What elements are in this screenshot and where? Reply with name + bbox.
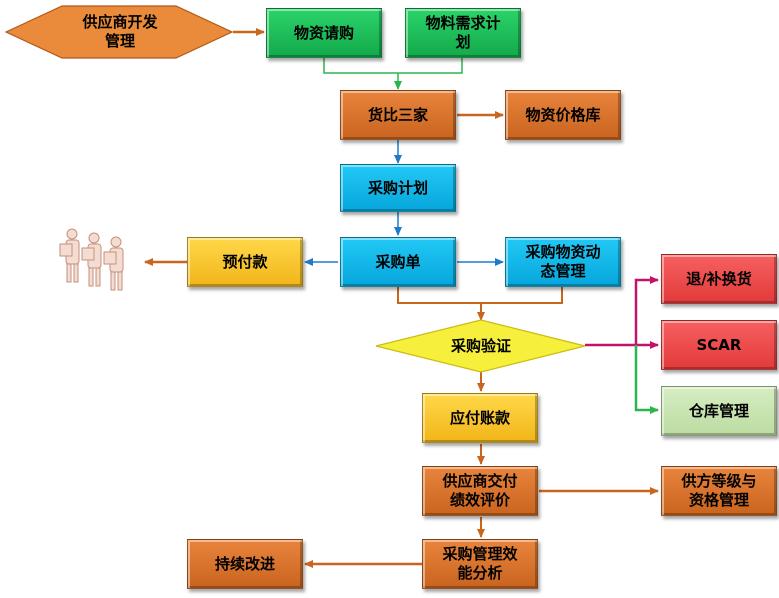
compare-three-label: 货比三家 <box>367 105 428 124</box>
connector-dynamic-merge <box>481 287 563 304</box>
material-dynamic-label: 采购物资动 态管理 <box>525 243 601 280</box>
scar-node[interactable]: SCAR <box>661 320 777 370</box>
purchase-verify-label: 采购验证 <box>450 336 511 355</box>
price-library-label: 物资价格库 <box>525 105 601 124</box>
connector-demand-plan-merge <box>398 58 463 74</box>
scar-label: SCAR <box>696 335 742 354</box>
supplier-eval-label: 供应商交付 绩效评价 <box>442 472 518 509</box>
supplier-dev-shape <box>4 5 234 59</box>
supplier-grade-node[interactable]: 供方等级与 资格管理 <box>661 466 777 516</box>
warehouse-node[interactable]: 仓库管理 <box>661 386 777 436</box>
prepayment-node[interactable]: 预付款 <box>187 237 303 287</box>
arrow-verify-to-warehouse <box>634 345 659 414</box>
material-demand-plan-node[interactable]: 物料需求计 划 <box>405 8 521 58</box>
continuous-improve-node[interactable]: 持续改进 <box>187 539 303 589</box>
purchase-analysis-node[interactable]: 采购管理效 能分析 <box>422 539 538 589</box>
supplier-dev-label: 供应商开发 管理 <box>82 13 158 50</box>
material-purchase-request-node[interactable]: 物资请购 <box>266 8 382 58</box>
price-library-node[interactable]: 物资价格库 <box>505 90 621 140</box>
purchase-order-node[interactable]: 采购单 <box>340 237 456 287</box>
compare-three-node[interactable]: 货比三家 <box>340 90 456 140</box>
warehouse-label: 仓库管理 <box>688 401 749 420</box>
supplier-grade-label: 供方等级与 资格管理 <box>681 472 757 509</box>
return-replace-node[interactable]: 退/补换货 <box>661 254 777 304</box>
purchase-analysis-label: 采购管理效 能分析 <box>442 545 518 582</box>
people-carrying-boxes-icon <box>59 228 124 291</box>
arrow-verify-to-return <box>634 276 659 345</box>
supplier-eval-node[interactable]: 供应商交付 绩效评价 <box>422 466 538 516</box>
connector-order-merge <box>397 287 481 304</box>
purchase-plan-node[interactable]: 采购计划 <box>340 164 456 212</box>
material-purchase-request-label: 物资请购 <box>293 23 354 42</box>
continuous-improve-label: 持续改进 <box>214 554 275 573</box>
material-demand-plan-label: 物料需求计 划 <box>425 14 501 51</box>
return-replace-label: 退/补换货 <box>686 269 752 288</box>
purchase-order-label: 采购单 <box>375 252 421 271</box>
purchase-plan-label: 采购计划 <box>367 178 428 197</box>
prepayment-label: 预付款 <box>222 252 268 271</box>
purchase-verify-shape <box>375 319 586 373</box>
connector-purchase-request-merge <box>323 58 398 74</box>
payable-label: 应付账款 <box>449 408 510 427</box>
payable-node[interactable]: 应付账款 <box>422 393 538 443</box>
material-dynamic-node[interactable]: 采购物资动 态管理 <box>505 237 621 287</box>
